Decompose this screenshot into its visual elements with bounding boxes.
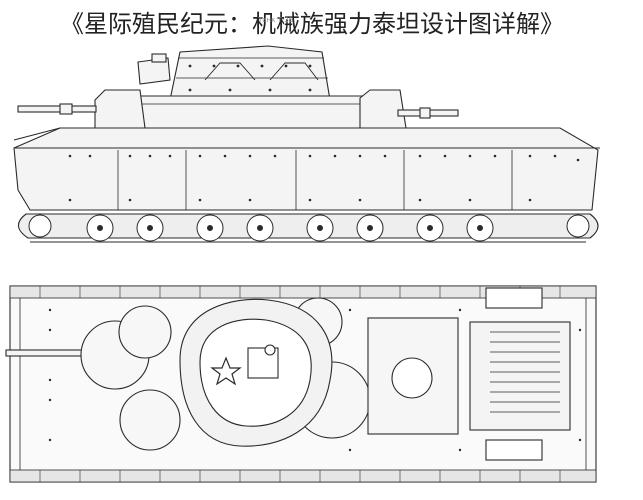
tank-side-view: Танк Т-35 bbox=[13, 16, 600, 243]
drawing-watermark: Танк Т-35 bbox=[257, 16, 293, 24]
tank-top-view bbox=[5, 285, 597, 483]
rear-turret bbox=[359, 89, 459, 129]
star-icon bbox=[210, 356, 242, 386]
main-turret-top bbox=[179, 298, 333, 447]
main-turret: Танк Т-35 bbox=[137, 16, 331, 101]
front-turret bbox=[17, 89, 146, 129]
side-track bbox=[17, 213, 599, 243]
page-title: 《星际殖民纪元：机械族强力泰坦设计图详解》 bbox=[60, 10, 564, 38]
